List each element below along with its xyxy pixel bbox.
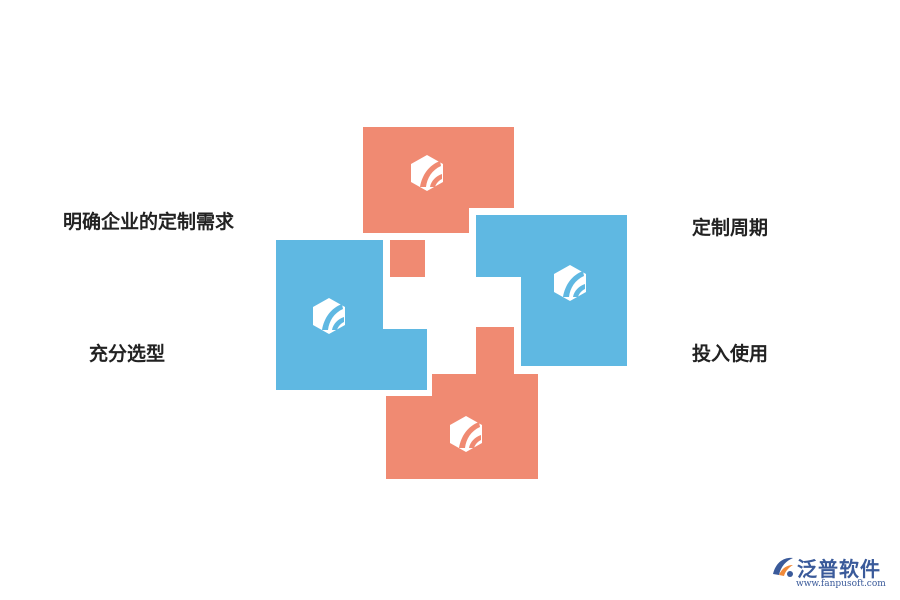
label-customization-cycle: 定制周期 [692, 217, 769, 239]
watermark-brand-name: 泛普软件 [797, 557, 881, 581]
label-define-requirements: 明确企业的定制需求 [63, 211, 235, 233]
watermark-url: www.fanpusoft.com [796, 579, 886, 589]
label-put-into-use: 投入使用 [692, 343, 769, 365]
bottom-block-logo-icon [450, 416, 482, 452]
left-block-logo-icon [313, 298, 345, 334]
top-block-logo-icon [411, 155, 443, 191]
fanpu-brand-icon [773, 557, 793, 577]
top-coral-small-square [390, 240, 425, 277]
label-full-selection: 充分选型 [89, 343, 166, 365]
right-block-logo-icon [554, 265, 586, 301]
right-blue-block [476, 215, 627, 366]
brand-watermark: 泛普软件 www.fanpusoft.com [770, 553, 895, 598]
left-blue-block [276, 240, 427, 390]
bottom-coral-block [386, 327, 538, 479]
